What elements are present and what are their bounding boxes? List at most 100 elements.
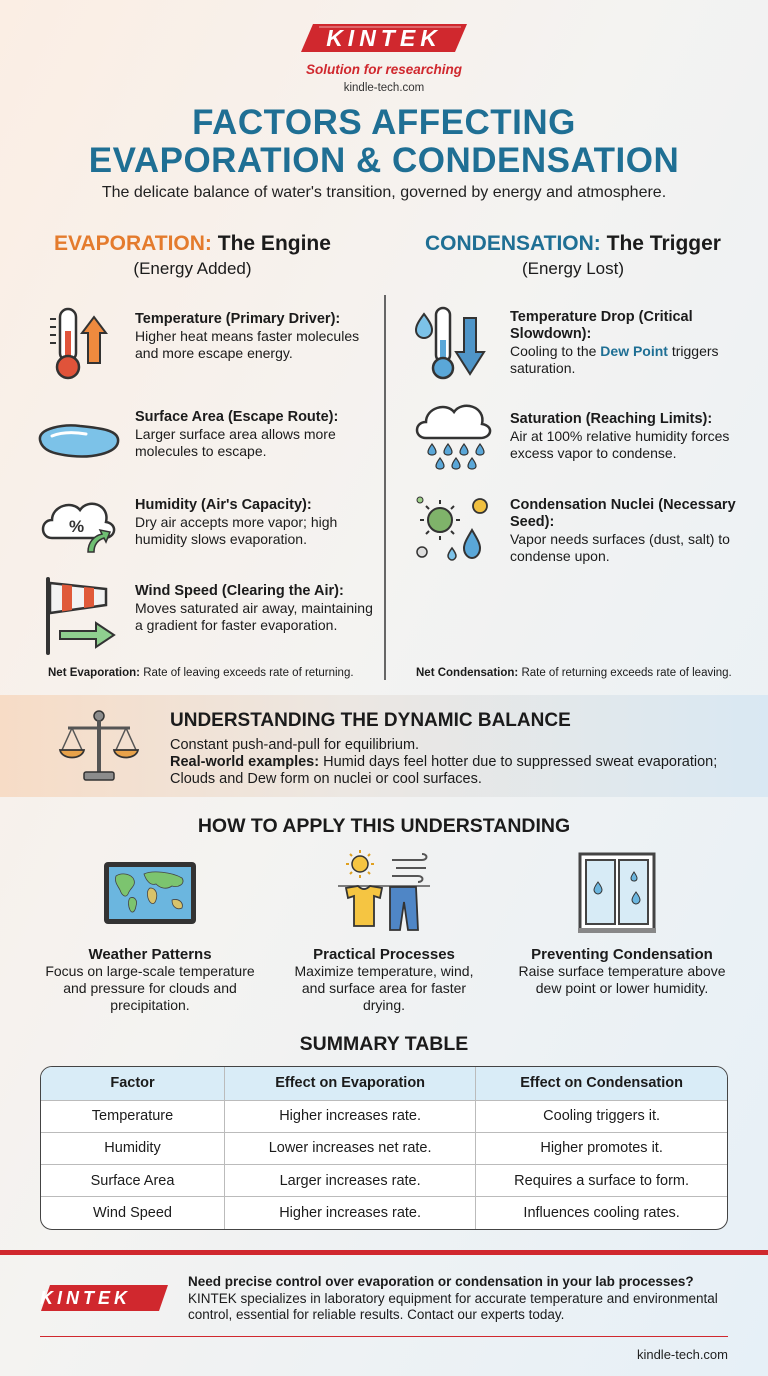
footer-brand-name: KINTEK xyxy=(40,1288,131,1308)
factor-desc: Air at 100% relative humidity forces exc… xyxy=(510,428,730,461)
apply-weather-patterns: Weather Patterns Focus on large-scale te… xyxy=(40,946,260,1014)
balance-content: UNDERSTANDING THE DYNAMIC BALANCE Consta… xyxy=(170,710,750,788)
net-evaporation: Net Evaporation: Rate of leaving exceeds… xyxy=(48,667,368,679)
column-header: Effect on Evaporation xyxy=(224,1067,477,1101)
factor-title: Wind Speed (Clearing the Air): xyxy=(135,583,344,599)
world-map-icon xyxy=(104,862,196,924)
condensation-subheading: (Energy Lost) xyxy=(521,259,625,278)
thermometer-up-icon xyxy=(50,307,108,380)
factor-desc: Dry air accepts more vapor; high humidit… xyxy=(135,514,338,547)
page-subtitle: The delicate balance of water's transiti… xyxy=(101,184,667,201)
balance-scale-icon xyxy=(58,710,140,781)
condensation-keyword: CONDENSATION: xyxy=(425,232,601,255)
evap-factor-temperature: Temperature (Primary Driver): Higher hea… xyxy=(135,311,375,362)
factor-title: Saturation (Reaching Limits): xyxy=(510,411,713,427)
evaporation-header: EVAPORATION: The Engine (Energy Added) xyxy=(20,232,365,279)
footer-line xyxy=(40,1336,728,1337)
puddle-icon xyxy=(38,424,120,458)
net-condensation: Net Condensation: Rate of returning exce… xyxy=(416,667,756,679)
factor-title: Temperature (Primary Driver): xyxy=(135,311,341,327)
apply-heading: Preventing Condensation xyxy=(531,946,713,963)
evaporation-subheading: (Energy Added) xyxy=(133,259,252,278)
apply-practical-processes: Practical Processes Maximize temperature… xyxy=(282,946,486,1014)
footer-kintek-logo: KINTEK xyxy=(40,1284,170,1312)
table-cell: Surface Area xyxy=(41,1163,226,1198)
column-header: Effect on Condensation xyxy=(475,1067,727,1101)
table-cell: Wind Speed xyxy=(41,1196,226,1229)
table-row: Wind Speed Higher increases rate. Influe… xyxy=(41,1196,727,1229)
table-cell: Higher promotes it. xyxy=(475,1131,727,1166)
evaporation-heading: The Engine xyxy=(217,232,331,255)
title-line-1: FACTORS AFFECTING xyxy=(192,103,576,142)
factor-desc: Larger surface area allows more molecule… xyxy=(135,426,336,459)
footer-text: KINTEK specializes in laboratory equipme… xyxy=(188,1290,718,1323)
table-row: Surface Area Larger increases rate. Requ… xyxy=(41,1163,727,1198)
balance-section xyxy=(0,695,768,797)
summary-table: Factor Effect on Evaporation Effect on C… xyxy=(40,1066,728,1230)
nuclei-icon xyxy=(416,496,488,561)
table-cell: Larger increases rate. xyxy=(224,1163,477,1198)
balance-line: Constant push-and-pull for equilibrium. xyxy=(170,737,420,753)
apply-heading: Practical Processes xyxy=(313,946,455,963)
tagline: Solution for researching xyxy=(305,62,463,77)
table-cell: Requires a surface to form. xyxy=(475,1163,727,1198)
footer-question: Need precise control over evaporation or… xyxy=(188,1274,694,1289)
evaporation-keyword: EVAPORATION: xyxy=(54,232,212,255)
net-evaporation-label: Net Evaporation: xyxy=(48,667,141,679)
apply-title: HOW TO APPLY THIS UNDERSTANDING xyxy=(197,815,571,837)
summary-title: SUMMARY TABLE xyxy=(299,1033,469,1055)
cond-factor-nuclei: Condensation Nuclei (Necessary Seed): Va… xyxy=(510,497,750,565)
factor-desc: Vapor needs surfaces (dust, salt) to con… xyxy=(510,531,730,564)
table-cell: Lower increases net rate. xyxy=(224,1131,477,1166)
thermometer-down-icon xyxy=(414,306,486,380)
rain-cloud-icon xyxy=(415,404,492,470)
drying-clothes-icon xyxy=(338,850,430,931)
net-evaporation-text: Rate of leaving exceeds rate of returnin… xyxy=(143,667,354,679)
factor-desc: Higher heat means faster molecules and m… xyxy=(135,328,360,361)
factor-title: Condensation Nuclei (Necessary Seed): xyxy=(510,497,736,530)
table-cell: Cooling triggers it. xyxy=(475,1099,727,1133)
factor-title: Humidity (Air's Capacity): xyxy=(135,497,312,513)
examples-text: Humid days feel hotter due to suppressed… xyxy=(170,754,718,787)
factor-title: Temperature Drop (Critical Slowdown): xyxy=(510,309,693,342)
column-divider xyxy=(384,295,386,680)
header-logo: KINTEK Solution for researching kindle-t… xyxy=(0,22,768,94)
factor-desc: Cooling to the Dew Point triggers satura… xyxy=(510,343,750,377)
factor-title: Surface Area (Escape Route): xyxy=(135,409,339,425)
apply-desc: Maximize temperature, wind, and surface … xyxy=(294,963,474,1013)
table-cell: Influences cooling rates. xyxy=(475,1196,727,1229)
table-cell: Temperature xyxy=(41,1099,226,1133)
desc-part: triggers saturation. xyxy=(510,343,719,376)
apply-desc: Raise surface temperature above dew poin… xyxy=(518,963,726,996)
site-url-top[interactable]: kindle-tech.com xyxy=(343,82,425,94)
balance-title: UNDERSTANDING THE DYNAMIC BALANCE xyxy=(170,710,571,731)
table-cell: Higher increases rate. xyxy=(224,1196,477,1229)
table-row: Humidity Lower increases net rate. Highe… xyxy=(41,1131,727,1166)
table-cell: Humidity xyxy=(41,1131,226,1166)
evap-factor-humidity: Humidity (Air's Capacity): Dry air accep… xyxy=(135,497,375,548)
dew-point-highlight: Dew Point xyxy=(600,343,668,359)
cond-factor-saturation: Saturation (Reaching Limits): Air at 100… xyxy=(510,411,750,462)
apply-preventing-condensation: Preventing Condensation Raise surface te… xyxy=(510,946,734,997)
evap-factor-wind-speed: Wind Speed (Clearing the Air): Moves sat… xyxy=(135,583,375,634)
net-condensation-text: Rate of returning exceeds rate of leavin… xyxy=(521,667,732,679)
apply-heading: Weather Patterns xyxy=(88,946,212,963)
svg-text:%: % xyxy=(69,517,84,536)
apply-desc: Focus on large-scale temperature and pre… xyxy=(45,963,255,1013)
kintek-logo: KINTEK xyxy=(299,22,469,54)
condensation-heading: The Trigger xyxy=(606,232,721,255)
window-icon xyxy=(578,852,656,933)
desc-part: Cooling to the xyxy=(510,343,601,359)
condensation-header: CONDENSATION: The Trigger (Energy Lost) xyxy=(398,232,748,279)
balance-examples: Real-world examples: Humid days feel hot… xyxy=(170,754,750,788)
page-title: FACTORS AFFECTING EVAPORATION & CONDENSA… xyxy=(0,104,768,180)
site-url-bottom[interactable]: kindle-tech.com xyxy=(636,1347,728,1362)
brand-name: KINTEK xyxy=(326,25,442,51)
evap-factor-surface-area: Surface Area (Escape Route): Larger surf… xyxy=(135,409,375,460)
table-header-row: Factor Effect on Evaporation Effect on C… xyxy=(41,1067,727,1101)
title-line-2: EVAPORATION & CONDENSATION xyxy=(88,141,680,180)
footer-message: Need precise control over evaporation or… xyxy=(188,1274,758,1324)
humidity-cloud-icon: % xyxy=(41,502,116,553)
table-cell: Higher increases rate. xyxy=(224,1099,477,1133)
factor-desc: Moves saturated air away, maintaining a … xyxy=(135,600,373,633)
